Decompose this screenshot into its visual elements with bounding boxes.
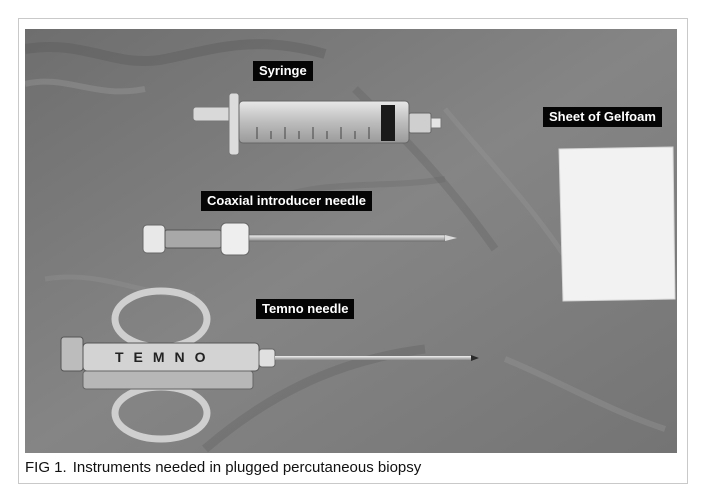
label-temno-needle: Temno needle [256,299,355,319]
gelfoam-sheet [558,146,676,302]
label-coaxial-needle: Coaxial introducer needle [201,191,372,211]
label-syringe: Syringe [253,61,313,81]
temno-marking: TEMNO [115,349,216,365]
coaxial-needle-illustration [142,222,457,256]
syringe-illustration [192,92,442,156]
caption-text: Instruments needed in plugged percutaneo… [72,459,422,476]
temno-needle-illustration: TEMNO [60,287,479,443]
figure-frame: TEMNO Syringe Coaxial introducer needle … [18,18,688,484]
instrument-photo: TEMNO Syringe Coaxial introducer needle … [25,29,677,453]
label-gelfoam: Sheet of Gelfoam [543,107,662,127]
figure-number: FIG 1. [25,459,67,476]
figure-caption: FIG 1. Instruments needed in plugged perc… [25,459,421,476]
photo-illustration: TEMNO [25,29,677,453]
